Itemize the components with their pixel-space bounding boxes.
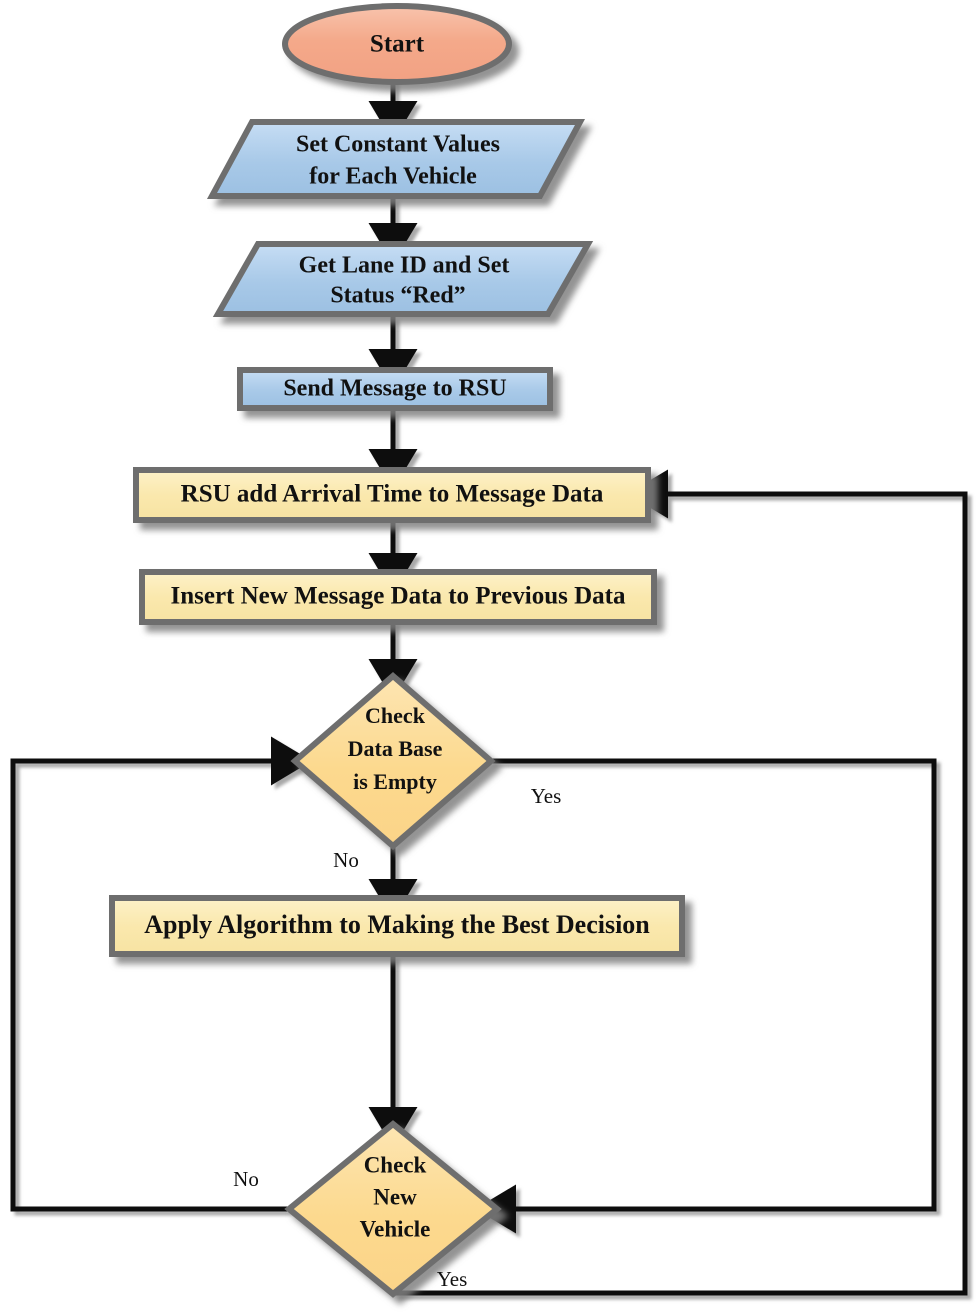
check-new-label-line2: New xyxy=(373,1184,417,1209)
edge-check-new-no-to-check-db xyxy=(10,736,312,1212)
get-lane-label-line1: Get Lane ID and Set xyxy=(299,253,510,279)
node-check-new-vehicle[interactable]: Check New Vehicle xyxy=(284,1120,502,1298)
apply-algorithm-label: Apply Algorithm to Making the Best Decis… xyxy=(144,910,650,939)
edge-label-check-db-yes: Yes xyxy=(531,784,562,808)
start-ellipse-shape xyxy=(282,3,512,85)
set-constant-label-line2: for Each Vehicle xyxy=(309,164,477,190)
node-set-constant-values[interactable]: Set Constant Values for Each Vehicle xyxy=(206,119,586,199)
node-insert-new-message-data[interactable]: Insert New Message Data to Previous Data xyxy=(139,569,657,625)
insert-message-label: Insert New Message Data to Previous Data xyxy=(170,583,626,610)
node-rsu-add-arrival-time[interactable]: RSU add Arrival Time to Message Data xyxy=(133,467,651,523)
set-constant-parallelogram-shape xyxy=(206,119,586,199)
rsu-add-rect-shape xyxy=(133,467,651,523)
edge-label-check-new-yes: Yes xyxy=(437,1267,468,1291)
start-label: Start xyxy=(370,31,425,58)
send-message-label: Send Message to RSU xyxy=(283,376,506,402)
rsu-add-label: RSU add Arrival Time to Message Data xyxy=(181,481,604,508)
check-db-label-line2: Data Base xyxy=(348,736,443,761)
check-new-label-line3: Vehicle xyxy=(360,1216,431,1241)
send-message-rect-shape xyxy=(237,367,553,411)
check-new-label-line1: Check xyxy=(364,1152,427,1177)
node-send-message-to-rsu[interactable]: Send Message to RSU xyxy=(237,367,553,411)
edge-label-check-db-no: No xyxy=(333,848,359,872)
node-apply-algorithm[interactable]: Apply Algorithm to Making the Best Decis… xyxy=(109,895,685,957)
node-get-lane-id[interactable]: Get Lane ID and Set Status “Red” xyxy=(212,241,594,317)
edge-label-layer: Yes No No Yes xyxy=(233,784,561,1291)
connector-layer xyxy=(10,78,968,1296)
edge-check-new-yes-to-rsu-add xyxy=(395,469,968,1296)
apply-algorithm-rect-shape xyxy=(109,895,685,957)
node-check-data-base-empty[interactable]: Check Data Base is Empty xyxy=(290,672,496,850)
edge-label-check-new-no: No xyxy=(233,1167,259,1191)
node-start[interactable]: Start xyxy=(282,3,512,85)
get-lane-parallelogram-shape xyxy=(212,241,594,317)
check-db-label-line1: Check xyxy=(365,703,426,728)
check-new-diamond-shape xyxy=(284,1120,502,1298)
check-db-label-line3: is Empty xyxy=(353,769,437,794)
insert-message-rect-shape xyxy=(139,569,657,625)
set-constant-label-line1: Set Constant Values xyxy=(296,132,500,158)
get-lane-label-line2: Status “Red” xyxy=(330,283,465,309)
check-db-diamond-shape xyxy=(290,672,496,850)
edge-check-db-yes-to-check-new xyxy=(475,758,937,1234)
